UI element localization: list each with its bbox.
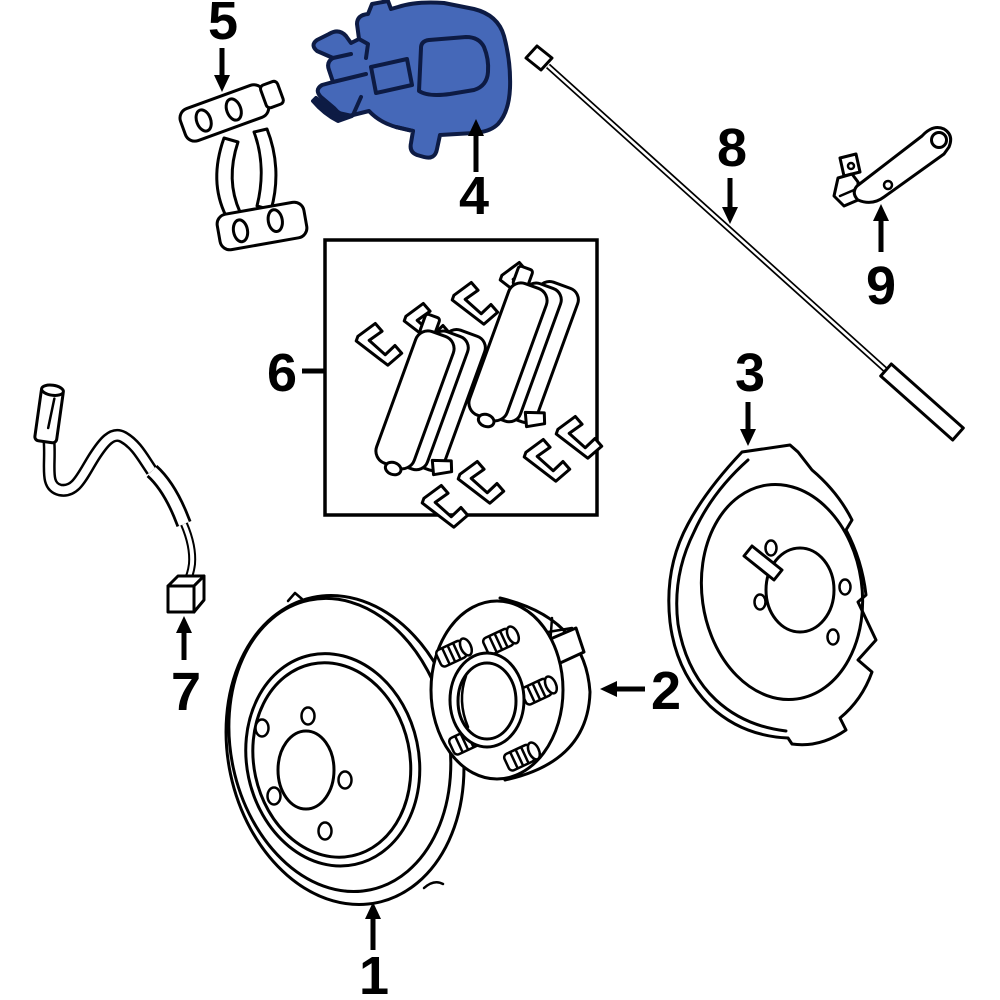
rotor-hat-outer	[244, 652, 422, 868]
bracket-hole	[224, 97, 243, 122]
rotor-notch	[286, 591, 304, 603]
callout-label-4: 4	[459, 166, 489, 226]
sensor-sleeve	[148, 467, 189, 526]
callout-label-3: 3	[735, 343, 765, 403]
bracket-rail-right	[252, 127, 278, 212]
arrow-up-icon	[873, 204, 889, 221]
callout-2: 2	[600, 661, 681, 721]
rotor-edge-tick	[422, 880, 445, 890]
arrow-left-icon	[600, 681, 617, 697]
bracket9-tab-hole	[846, 161, 856, 171]
hub-body-side	[498, 596, 592, 782]
caliper-mounting-bracket	[178, 79, 309, 252]
bracket-hole	[194, 108, 213, 133]
shield-hole	[826, 628, 840, 646]
arrow-up-icon	[468, 119, 484, 136]
rotor-lug-hole	[337, 770, 353, 790]
callout-7: 7	[171, 616, 201, 722]
sensor-cable	[45, 431, 156, 495]
callout-6: 6	[267, 343, 326, 403]
arrow-down-icon	[722, 207, 738, 224]
brake-rotor	[224, 591, 466, 907]
sensor-tip-seam	[46, 397, 56, 430]
bracket9-arm	[852, 126, 953, 204]
shield-slot	[742, 544, 784, 582]
hose-end-fitting	[524, 44, 554, 72]
shield-hole	[838, 578, 852, 596]
callout-4: 4	[459, 119, 489, 226]
sensor-connector	[166, 584, 196, 614]
callout-label-9: 9	[866, 256, 896, 316]
arrow-down-icon	[740, 429, 756, 446]
bracket9-foot-line	[838, 188, 856, 198]
rotor-hat-inner	[251, 661, 413, 859]
rotor-lug-hole	[254, 718, 270, 738]
callout-label-6: 6	[267, 343, 297, 403]
rotor-lug-hole	[266, 786, 282, 806]
hub-bore-inner	[456, 661, 518, 741]
callout-label-1: 1	[359, 946, 389, 1000]
wheel-speed-sensor	[33, 383, 206, 614]
shield-hole	[753, 593, 767, 611]
callout-5: 5	[208, 0, 238, 92]
callout-label-7: 7	[171, 662, 201, 722]
rotor-lug-hole	[300, 706, 316, 726]
callout-label-5: 5	[208, 0, 238, 51]
callout-1: 1	[359, 902, 389, 1000]
bracket9-arm-hole	[930, 131, 948, 149]
callout-9: 9	[866, 204, 896, 316]
brake-hose-line	[524, 44, 965, 442]
caliper-detail-lines	[331, 37, 415, 133]
rotor-lug-hole	[317, 821, 333, 841]
bracket-hole	[266, 208, 284, 234]
shield-center-hole	[764, 546, 836, 634]
hose-bracket	[832, 126, 953, 208]
callout-3: 3	[735, 343, 765, 446]
sensor-tip-cap	[40, 383, 65, 397]
brake-caliper-highlighted	[311, 0, 513, 160]
arrow-up-icon	[365, 902, 381, 919]
bracket-hole	[231, 218, 250, 244]
brake-splash-shield	[667, 443, 878, 747]
brake-pad-set	[323, 238, 610, 532]
shield-inner-ring	[699, 482, 865, 702]
caliper-square-recess	[369, 57, 414, 95]
shield-rim-line	[675, 458, 788, 733]
caliper-d-recess	[417, 35, 491, 97]
wheel-hub-bearing	[429, 596, 592, 782]
bracket-rail-left	[215, 136, 242, 218]
caliper-shadow	[311, 96, 354, 123]
callout-8: 8	[717, 118, 747, 224]
bracket-top-tab	[258, 79, 285, 110]
arrow-down-icon	[214, 75, 230, 92]
hose-end-sleeve	[879, 362, 965, 442]
bracket9-small-hole	[882, 179, 894, 191]
bracket9-foot	[832, 172, 860, 208]
callout-label-8: 8	[717, 118, 747, 178]
shield-hole	[764, 539, 778, 557]
hub-bore-shade	[460, 674, 470, 729]
rotor-center-bore	[276, 729, 336, 811]
arrow-up-icon	[176, 616, 192, 633]
callout-label-2: 2	[651, 661, 681, 721]
hose-tube	[547, 65, 890, 374]
